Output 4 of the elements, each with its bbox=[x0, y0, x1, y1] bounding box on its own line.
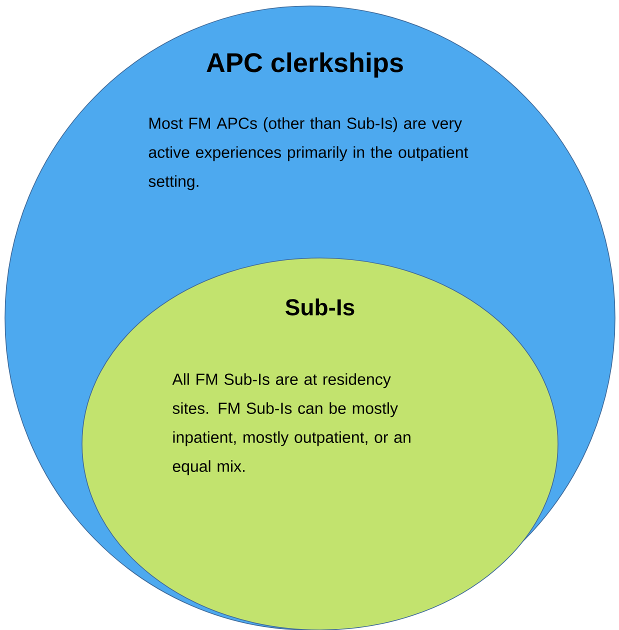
heading: Sub-Is bbox=[286, 298, 354, 316]
description: Most FM APCs (other than Sub-Is) are very active experiences primarily in the outpatient setting. bbox=[148, 117, 468, 190]
description: All FM Sub-Is are at residency sites. FM Sub-Is can be mostly inpatient, mostly outpatient, or an equal mix. bbox=[172, 373, 410, 476]
heading: APC clerkships bbox=[206, 52, 403, 78]
